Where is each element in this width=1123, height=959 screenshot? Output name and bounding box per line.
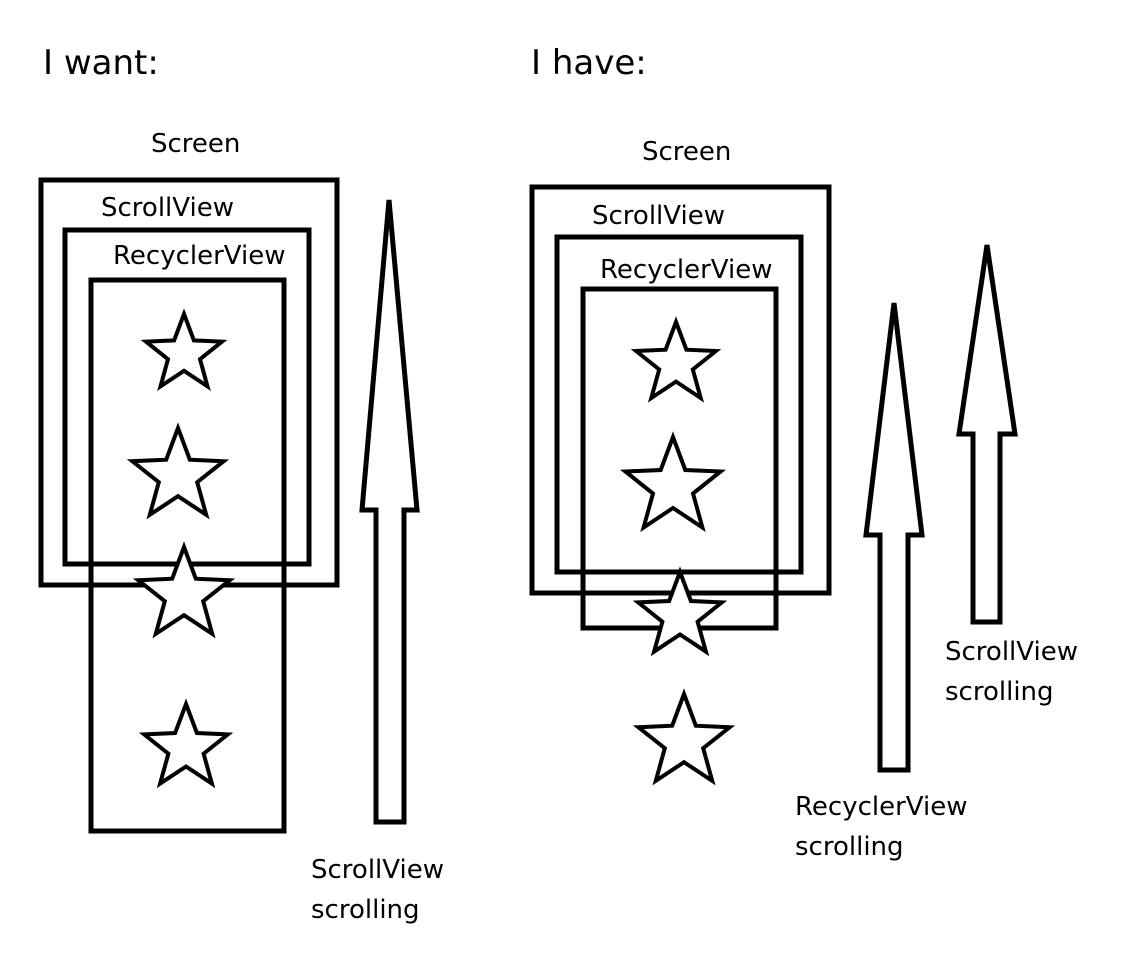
have-star-icon-4 bbox=[632, 688, 736, 786]
have-star-icon-2 bbox=[619, 431, 727, 533]
have-scrollview-label: ScrollView bbox=[592, 201, 725, 231]
have-panel: I have: Screen ScrollView RecyclerView R… bbox=[529, 43, 1078, 862]
have-recycler-arrow-label-line1: RecyclerView bbox=[795, 792, 967, 822]
want-star-icon-4 bbox=[138, 698, 234, 789]
want-arrow-label-line1: ScrollView bbox=[311, 855, 444, 885]
want-star-icon-3 bbox=[132, 541, 236, 639]
have-screen-label: Screen bbox=[642, 137, 731, 167]
have-star-icon-3 bbox=[632, 566, 728, 657]
have-scroll-arrow-label-line1: ScrollView bbox=[945, 637, 1078, 667]
want-arrow-label-line2: scrolling bbox=[311, 895, 420, 925]
have-recyclerview-label: RecyclerView bbox=[600, 255, 772, 285]
want-panel: I want: Screen ScrollView RecyclerView S… bbox=[38, 43, 444, 925]
have-star-icon-1 bbox=[630, 316, 722, 403]
want-scrollview-up-arrow-icon bbox=[359, 199, 420, 825]
want-screen-label: Screen bbox=[151, 129, 240, 159]
have-heading: I have: bbox=[531, 43, 647, 83]
want-star-icon-2 bbox=[126, 422, 230, 520]
have-scroll-arrow-label-line2: scrolling bbox=[945, 677, 1054, 707]
want-scrollview-label: ScrollView bbox=[101, 193, 234, 223]
want-heading: I want: bbox=[43, 43, 159, 83]
have-star-items bbox=[619, 316, 736, 786]
have-screen-box bbox=[529, 184, 832, 596]
have-recyclerview-up-arrow-icon bbox=[863, 302, 925, 773]
have-scrollview-up-arrow-icon bbox=[956, 244, 1018, 625]
want-recyclerview-label: RecyclerView bbox=[113, 241, 285, 271]
want-recyclerview-box bbox=[88, 277, 287, 834]
want-star-icon-1 bbox=[140, 308, 228, 392]
have-recycler-arrow-label-line2: scrolling bbox=[795, 832, 904, 862]
want-star-items bbox=[126, 308, 236, 789]
